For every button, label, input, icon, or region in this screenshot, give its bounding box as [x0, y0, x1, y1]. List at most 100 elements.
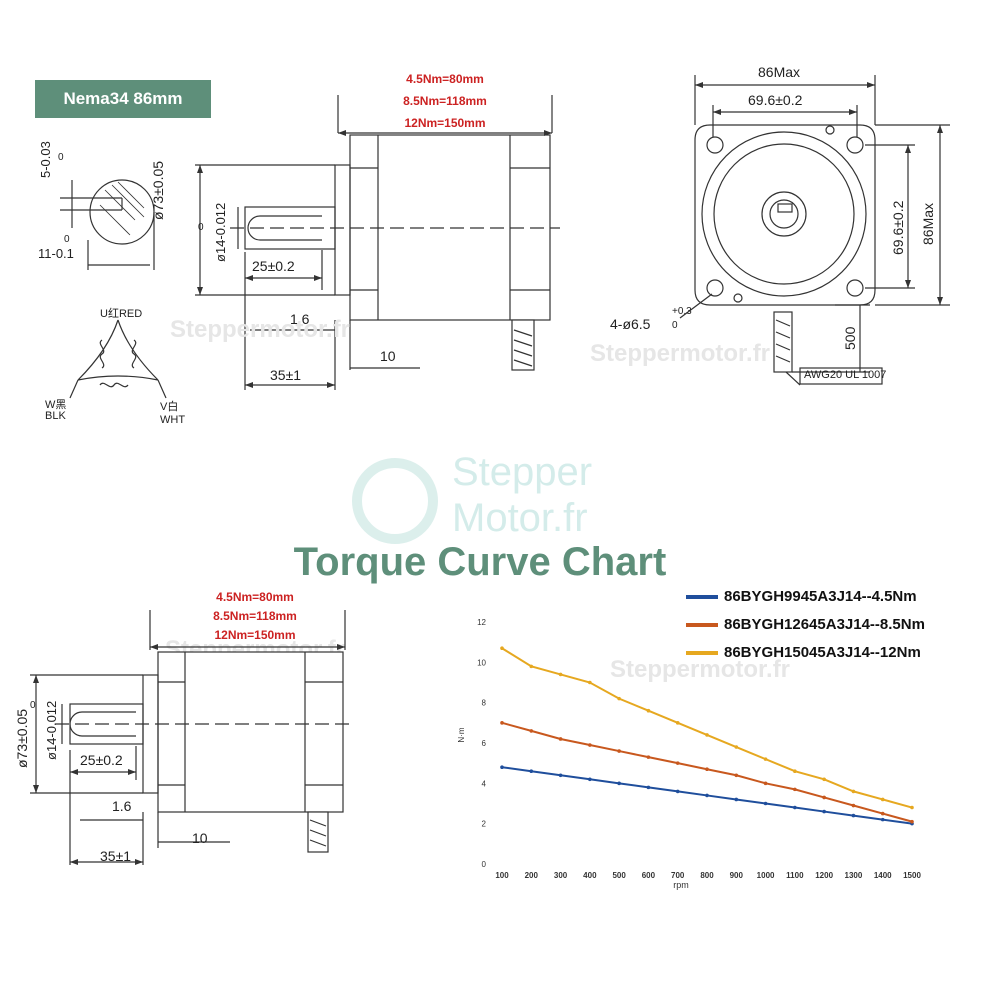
x-tick-label: 1100 — [786, 871, 804, 880]
data-point — [646, 755, 651, 759]
watermark: Steppermotor.fr — [170, 316, 351, 343]
data-point — [822, 777, 826, 782]
dim-10: 10 — [380, 348, 396, 364]
x-tick-label: 1400 — [874, 871, 892, 880]
legend-swatch — [686, 623, 718, 628]
legend-swatch — [686, 651, 718, 656]
data-point — [822, 809, 826, 814]
bottom-shaft-small-label: ø14-0.012 — [44, 700, 59, 760]
y-tick-label: 2 — [482, 820, 487, 829]
data-point — [529, 769, 534, 774]
wire-v-label: V白 — [160, 401, 179, 413]
x-axis-label: rpm — [673, 880, 689, 890]
data-point — [763, 757, 768, 761]
x-tick-label: 600 — [642, 871, 656, 880]
dim-1-6: 1.6 — [290, 311, 310, 327]
wire-w-color: BLK — [45, 410, 66, 422]
bottom-dim-35: 35±1 — [100, 848, 132, 864]
bottom-dim-1-6: 1.6 — [112, 798, 132, 814]
legend-item-2: 86BYGH12645A3J14--8.5Nm — [686, 616, 925, 633]
front-holes-sup: +0.3 — [672, 306, 692, 317]
x-tick-label: 100 — [495, 871, 509, 880]
bottom-shaft-diameter-label: ø73±0.05 — [14, 708, 30, 768]
data-point — [617, 781, 621, 786]
data-point — [646, 785, 651, 790]
data-point — [617, 749, 621, 753]
data-point — [558, 672, 563, 677]
legend-item-3: 86BYGH15045A3J14--12Nm — [686, 644, 921, 661]
data-point — [793, 805, 797, 810]
wire-w-label: W黑 — [45, 399, 67, 411]
key-width-sup: 0 — [58, 152, 64, 163]
front-500-label: 500 — [842, 326, 858, 350]
x-tick-label: 800 — [700, 871, 714, 880]
data-point — [851, 789, 856, 794]
data-point — [646, 708, 651, 713]
data-point — [588, 743, 592, 747]
data-point — [822, 795, 826, 800]
bottom-flat-length-label: 25±0.2 — [80, 752, 123, 768]
data-point — [851, 803, 856, 808]
x-tick-label: 700 — [671, 871, 685, 880]
legend-label: 86BYGH9945A3J14--4.5Nm — [724, 588, 917, 605]
y-axis-label: N·m — [457, 727, 466, 742]
flat-length-label: 25±0.2 — [252, 258, 295, 274]
wire-u-label: U红RED — [100, 308, 143, 320]
data-point — [558, 773, 563, 778]
wire-v-color: WHT — [160, 414, 186, 426]
data-point — [588, 777, 592, 782]
data-point — [529, 729, 534, 733]
legend-label: 86BYGH15045A3J14--12Nm — [724, 644, 921, 661]
bottom-side-view-drawing — [30, 610, 350, 865]
x-tick-label: 1200 — [815, 871, 833, 880]
data-point — [705, 793, 709, 798]
data-point — [910, 819, 914, 824]
data-point — [734, 797, 739, 802]
shaft-small-sup: 0 — [198, 222, 204, 233]
data-point — [763, 781, 768, 786]
y-tick-label: 0 — [482, 860, 487, 869]
front-86max-label: 86Max — [758, 64, 801, 80]
data-point — [588, 680, 592, 685]
watermark: Steppermotor.fr — [590, 340, 771, 367]
length-label-3: 12Nm=150mm — [404, 116, 486, 130]
front-696-label: 69.6±0.2 — [748, 92, 803, 108]
data-point — [734, 745, 739, 749]
y-tick-label: 12 — [477, 618, 486, 627]
bottom-length-label-1: 4.5Nm=80mm — [216, 590, 294, 604]
key-depth-sup: 0 — [64, 234, 70, 245]
x-tick-label: 200 — [525, 871, 539, 880]
shaft-small-label: ø14-0.012 — [213, 202, 228, 262]
x-tick-label: 900 — [730, 871, 744, 880]
data-point — [529, 664, 534, 669]
x-tick-label: 300 — [554, 871, 568, 880]
front-holes-sub: 0 — [672, 320, 678, 331]
bottom-shaft-small-sup: 0 — [30, 700, 36, 711]
y-tick-label: 4 — [482, 779, 487, 788]
series-line-3 — [501, 647, 913, 809]
length-label-1: 4.5Nm=80mm — [406, 72, 484, 86]
chart-title: Torque Curve Chart — [293, 540, 667, 584]
length-label-2: 8.5Nm=118mm — [403, 94, 487, 108]
data-point — [617, 696, 621, 701]
watermark: Steppermotor.fr — [610, 656, 791, 683]
key-width-label: 5-0.03 — [38, 141, 53, 178]
data-point — [705, 733, 709, 737]
data-point — [763, 801, 768, 806]
front-696v-label: 69.6±0.2 — [890, 200, 906, 255]
series-line-2 — [501, 721, 913, 823]
legend-swatch — [686, 595, 718, 600]
x-tick-label: 1500 — [903, 871, 921, 880]
data-point — [910, 805, 914, 810]
logo-gear-icon — [352, 458, 438, 544]
data-point — [880, 817, 885, 822]
bottom-length-label-2: 8.5Nm=118mm — [213, 609, 297, 623]
x-tick-label: 1300 — [845, 871, 863, 880]
bottom-length-label-3: 12Nm=150mm — [214, 628, 296, 642]
shaft-diameter-label: ø73±0.05 — [150, 160, 166, 220]
data-point — [675, 789, 680, 794]
model-badge: Nema34 86mm — [35, 80, 211, 118]
y-tick-label: 6 — [482, 739, 487, 748]
front-holes-label: 4-ø6.5 — [610, 316, 651, 332]
